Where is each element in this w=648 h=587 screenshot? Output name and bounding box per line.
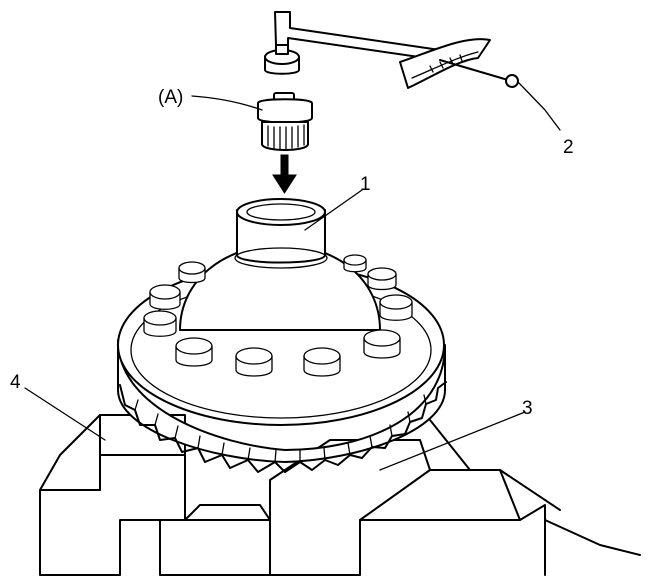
label-part-2: 2 [563,137,574,158]
differential-case-icon [179,198,381,331]
bolt [367,267,397,291]
label-part-3: 3 [522,398,533,419]
leader-lines [24,82,561,471]
label-part-4: 4 [10,372,21,393]
bolt [149,284,181,310]
bolt [143,310,177,337]
bolt [178,261,206,284]
down-arrow-icon [272,154,297,194]
label-tool-a: (A) [158,87,183,108]
torque-wrench-icon [264,11,519,89]
special-tool-icon [257,92,313,151]
bolt [343,254,367,273]
label-part-1: 1 [360,174,371,195]
bolt [235,347,273,377]
bolt [303,347,341,377]
vise-icon [39,414,641,576]
bolt-ring [143,254,413,377]
bolt [175,337,213,367]
bolt [363,329,401,359]
bolt [379,294,413,321]
